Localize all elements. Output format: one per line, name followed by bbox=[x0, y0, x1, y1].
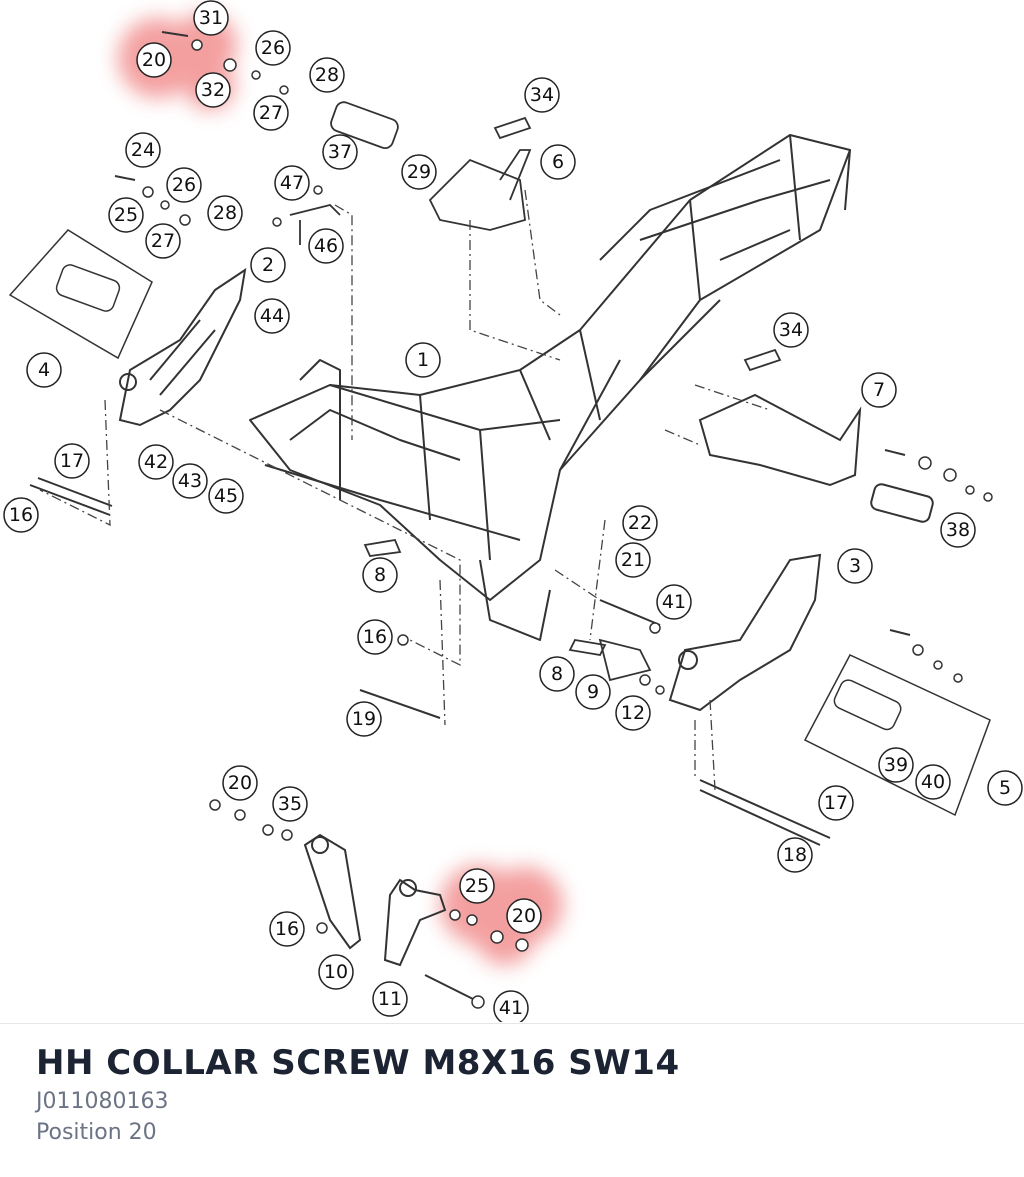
callout-20: 20 bbox=[228, 772, 252, 794]
exploded-parts-diagram: 31 20 26 32 28 27 34 37 6 29 24 26 25 28… bbox=[3, 0, 1023, 1022]
callout-20-highlighted: 20 bbox=[142, 49, 166, 71]
upper-hardware-drawing bbox=[289, 101, 782, 682]
callout-11: 11 bbox=[378, 988, 402, 1010]
bolts-and-shafts bbox=[29, 31, 911, 1001]
divider bbox=[0, 1023, 1024, 1024]
small-hardware-dots bbox=[142, 39, 993, 1009]
callout-17: 17 bbox=[824, 792, 848, 814]
callout-5: 5 bbox=[999, 777, 1011, 799]
callout-16: 16 bbox=[363, 626, 387, 648]
callout-38: 38 bbox=[946, 519, 970, 541]
callout-31: 31 bbox=[199, 7, 223, 29]
callout-numbers: 31 20 26 32 28 27 34 37 6 29 24 26 25 28… bbox=[9, 7, 1011, 1019]
callout-42: 42 bbox=[144, 451, 168, 473]
callout-24: 24 bbox=[131, 139, 155, 161]
callout-41: 41 bbox=[499, 997, 523, 1019]
callout-4: 4 bbox=[38, 359, 50, 381]
callout-19: 19 bbox=[352, 708, 376, 730]
part-title: HH COLLAR SCREW M8X16 SW14 bbox=[36, 1043, 680, 1083]
lower-link-drawing bbox=[303, 833, 447, 967]
callout-34: 34 bbox=[530, 84, 554, 106]
part-position: Position 20 bbox=[36, 1120, 157, 1145]
callout-22: 22 bbox=[628, 512, 652, 534]
callout-43: 43 bbox=[178, 470, 202, 492]
callout-25: 25 bbox=[114, 204, 138, 226]
callout-39: 39 bbox=[884, 754, 908, 776]
callout-8: 8 bbox=[374, 564, 386, 586]
left-footpeg-bracket-drawing bbox=[118, 267, 247, 427]
callout-12: 12 bbox=[621, 702, 645, 724]
callout-9: 9 bbox=[587, 681, 599, 703]
callout-16: 16 bbox=[9, 504, 33, 526]
callout-47: 47 bbox=[280, 172, 304, 194]
callout-41: 41 bbox=[662, 591, 686, 613]
callout-45: 45 bbox=[214, 485, 238, 507]
part-info-panel: HH COLLAR SCREW M8X16 SW14 J011080163 Po… bbox=[36, 1040, 996, 1148]
footpeg-kit-box-right bbox=[803, 654, 991, 817]
callout-18: 18 bbox=[783, 844, 807, 866]
callout-17: 17 bbox=[60, 450, 84, 472]
callout-labels bbox=[3, 0, 1023, 1022]
callout-2: 2 bbox=[262, 254, 274, 276]
right-footpeg-bracket-drawing bbox=[668, 553, 822, 712]
callout-28: 28 bbox=[213, 202, 237, 224]
callout-8: 8 bbox=[551, 663, 563, 685]
callout-27: 27 bbox=[151, 230, 175, 252]
main-frame-drawing bbox=[249, 134, 851, 641]
callout-16: 16 bbox=[275, 918, 299, 940]
rear-footpeg-bracket-drawing bbox=[698, 393, 934, 523]
callout-46: 46 bbox=[314, 235, 338, 257]
callout-20-highlighted: 20 bbox=[512, 905, 536, 927]
callout-40: 40 bbox=[921, 771, 945, 793]
callout-21: 21 bbox=[621, 549, 645, 571]
callout-7: 7 bbox=[873, 379, 885, 401]
callout-25-highlighted: 25 bbox=[465, 875, 489, 897]
callout-29: 29 bbox=[407, 161, 431, 183]
callout-10: 10 bbox=[324, 961, 348, 983]
callout-26: 26 bbox=[261, 37, 285, 59]
callout-44: 44 bbox=[260, 305, 284, 327]
callout-28: 28 bbox=[315, 64, 339, 86]
callout-27: 27 bbox=[259, 102, 283, 124]
footpeg-kit-box-left bbox=[8, 229, 153, 360]
leader-lines bbox=[39, 189, 771, 791]
callout-35: 35 bbox=[278, 793, 302, 815]
callout-26: 26 bbox=[172, 174, 196, 196]
callout-37: 37 bbox=[328, 141, 352, 163]
part-number: J011080163 bbox=[36, 1089, 169, 1114]
callout-3: 3 bbox=[849, 555, 861, 577]
callout-6: 6 bbox=[552, 151, 564, 173]
callout-1: 1 bbox=[417, 349, 429, 371]
callout-32: 32 bbox=[201, 79, 225, 101]
callout-34: 34 bbox=[779, 319, 803, 341]
